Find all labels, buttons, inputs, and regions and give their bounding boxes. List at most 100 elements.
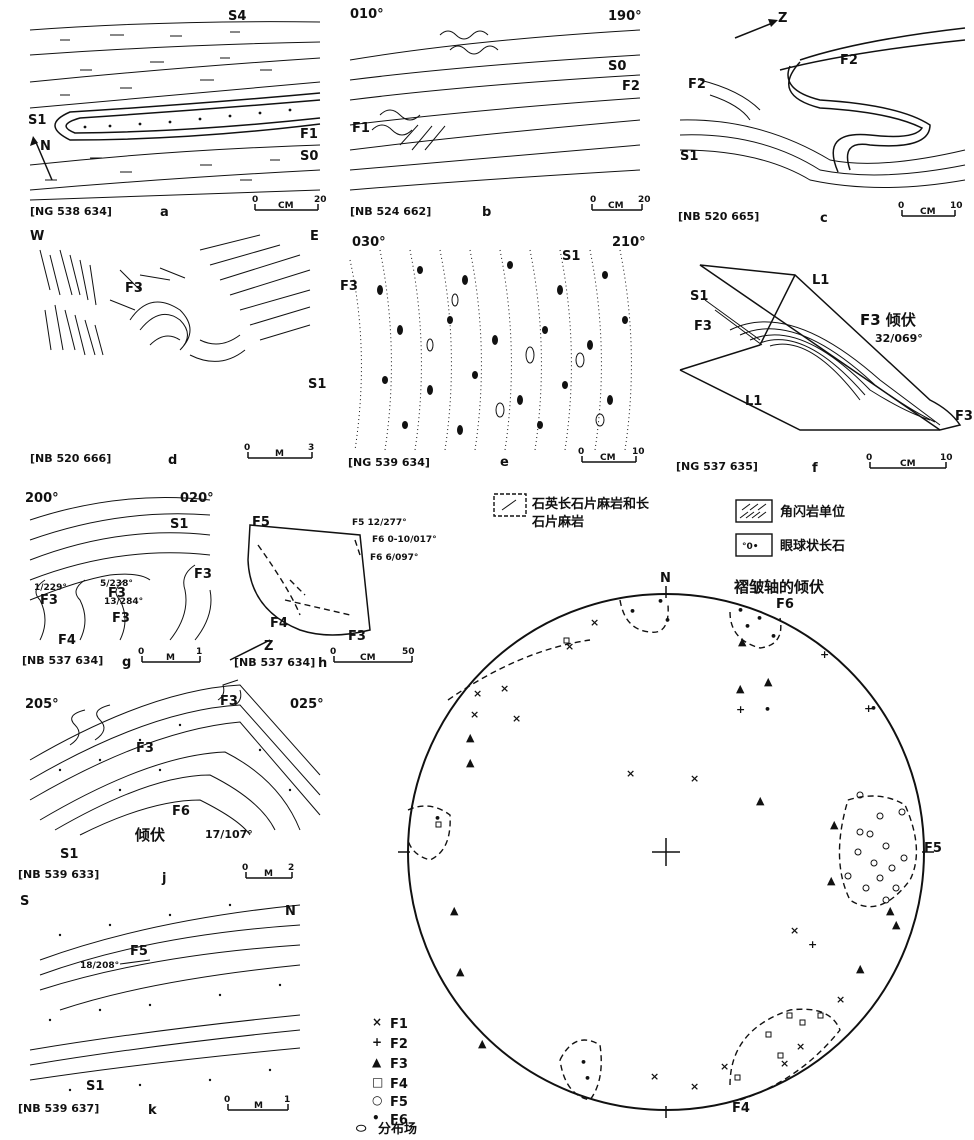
label-plunge-value: 32/069° (875, 332, 923, 345)
panel-d-scale: 0 M 3 (244, 443, 314, 459)
svg-text:×: × (690, 772, 699, 785)
panel-c-scale: 0 CM 10 (898, 201, 963, 217)
svg-text:0: 0 (138, 647, 144, 657)
panel-k-letter: k (148, 1103, 157, 1118)
svg-text:▲: ▲ (456, 965, 465, 978)
label-f1: F1 (352, 121, 370, 136)
panel-a-letter: a (160, 205, 169, 220)
panel-a-ref: [NG 538 634] (30, 205, 112, 218)
svg-text:•: • (580, 1056, 587, 1069)
svg-text:CM: CM (278, 201, 294, 211)
stereonet-north: N (660, 571, 671, 586)
label-az-right: 210° (612, 235, 646, 250)
label-e: E (310, 229, 319, 244)
label-s1: S1 (28, 113, 46, 128)
svg-text:0: 0 (224, 1095, 230, 1105)
legend-augen-text: 眼球状长石 (780, 538, 845, 554)
svg-text:×: × (650, 1070, 659, 1083)
legend-f4: F4 (390, 1077, 408, 1092)
legend-augen: °0• 眼球状长石 (736, 534, 845, 556)
svg-text:M: M (166, 653, 175, 663)
legend-quartz-gneiss: 石英长石片麻岩和长 石片麻岩 (494, 494, 650, 530)
panel-f: S1 F3 L1 L1 F3 倾伏 32/069° F3 [NG 537 635… (676, 265, 973, 476)
label-s1: S1 (690, 289, 708, 304)
label-s0: S0 (608, 59, 626, 74)
panel-g-letter: g (122, 655, 131, 670)
svg-text:20: 20 (638, 195, 651, 205)
panel-b-letter: b (482, 205, 491, 220)
svg-text:×: × (372, 1015, 382, 1029)
svg-text:×: × (473, 687, 482, 700)
svg-text:20: 20 (314, 195, 327, 205)
label-f3-c: F3 (112, 611, 130, 626)
svg-text:▲: ▲ (466, 756, 475, 769)
svg-text:10: 10 (950, 201, 963, 211)
label-plunge-title: F3 倾伏 (860, 311, 916, 329)
svg-text:×: × (500, 682, 509, 695)
panel-e-letter: e (500, 455, 509, 470)
svg-text:▲: ▲ (466, 731, 475, 744)
label-plunge: 18/208° (80, 961, 119, 971)
svg-text:▲: ▲ (886, 904, 895, 917)
svg-text:CM: CM (920, 207, 936, 217)
svg-text:▲: ▲ (892, 918, 901, 931)
label-f5-value: F5 12/277° (352, 518, 407, 528)
label-az-left: 200° (25, 491, 59, 506)
svg-text:10: 10 (940, 453, 953, 463)
label-f2-left: F2 (688, 77, 706, 92)
label-f3-b: F3 (108, 586, 126, 601)
panel-k-scale: 0 M 1 (224, 1095, 290, 1111)
label-w: W (30, 229, 44, 244)
svg-text:+: + (808, 938, 817, 951)
legend-f2: F2 (390, 1037, 408, 1052)
label-s1: S1 (60, 847, 78, 862)
svg-text:•: • (756, 612, 763, 625)
label-north: N (40, 139, 51, 154)
label-f5: F5 (252, 515, 270, 530)
svg-text:×: × (470, 708, 479, 721)
svg-text:CM: CM (600, 453, 616, 463)
svg-text:+: + (736, 703, 745, 716)
svg-text:•: • (737, 604, 744, 617)
svg-text:×: × (626, 767, 635, 780)
label-n: N (285, 904, 296, 919)
svg-text:3: 3 (308, 443, 314, 453)
label-f2-top: F2 (840, 53, 858, 68)
label-az-left: 010° (350, 7, 384, 22)
panel-h: F5 F5 12/277° F6 0-10/017° F6 6/097° F4 … (230, 515, 437, 671)
legend-quartz-line1: 石英长石片麻岩和长 (531, 496, 650, 512)
panel-c: Z F2 F2 S1 [NB 520 665] c 0 CM 10 (678, 11, 965, 226)
svg-text:□: □ (372, 1075, 383, 1089)
svg-text:▲: ▲ (756, 794, 765, 807)
label-z: Z (778, 11, 787, 26)
svg-text:CM: CM (900, 459, 916, 469)
panel-d: W E F3 S1 [NB 520 666] d 0 M 3 (30, 229, 326, 468)
svg-text:1: 1 (284, 1095, 290, 1105)
label-az-right: 190° (608, 9, 642, 24)
svg-text:CM: CM (360, 653, 376, 663)
svg-text:•: • (870, 702, 877, 715)
panel-g-ref: [NB 537 634] (22, 654, 103, 667)
label-f4: F4 (270, 616, 288, 631)
label-az-left: 205° (25, 697, 59, 712)
panel-e-ref: [NG 539 634] (348, 456, 430, 469)
panel-h-scale: 0 CM 50 (330, 647, 415, 663)
svg-text:×: × (780, 1057, 789, 1070)
svg-text:•: • (770, 630, 777, 643)
svg-text:M: M (275, 449, 284, 459)
plunge-1: 1/229° (34, 583, 67, 593)
svg-text:0: 0 (578, 447, 584, 457)
label-s1: S1 (308, 377, 326, 392)
svg-text:0: 0 (330, 647, 336, 657)
svg-text:2: 2 (288, 863, 294, 873)
label-f3-right: F3 (955, 409, 973, 424)
panel-b: 010° 190° S0 F2 F1 [NB 524 662] b 0 CM 2… (350, 7, 651, 220)
stereonet-f6-label: F6 (776, 597, 794, 612)
svg-text:▲: ▲ (830, 818, 839, 831)
label-l1-top: L1 (812, 273, 829, 288)
panel-k: S N F5 18/208° S1 [NB 539 637] k 0 M 1 (18, 894, 300, 1118)
panel-a-scale: 0 CM 20 (252, 195, 327, 211)
panel-a: S4 S1 F1 S0 N [NG 538 634] a 0 CM 20 (28, 9, 327, 220)
panel-h-letter: h (318, 656, 327, 671)
svg-text:○: ○ (372, 1093, 382, 1107)
